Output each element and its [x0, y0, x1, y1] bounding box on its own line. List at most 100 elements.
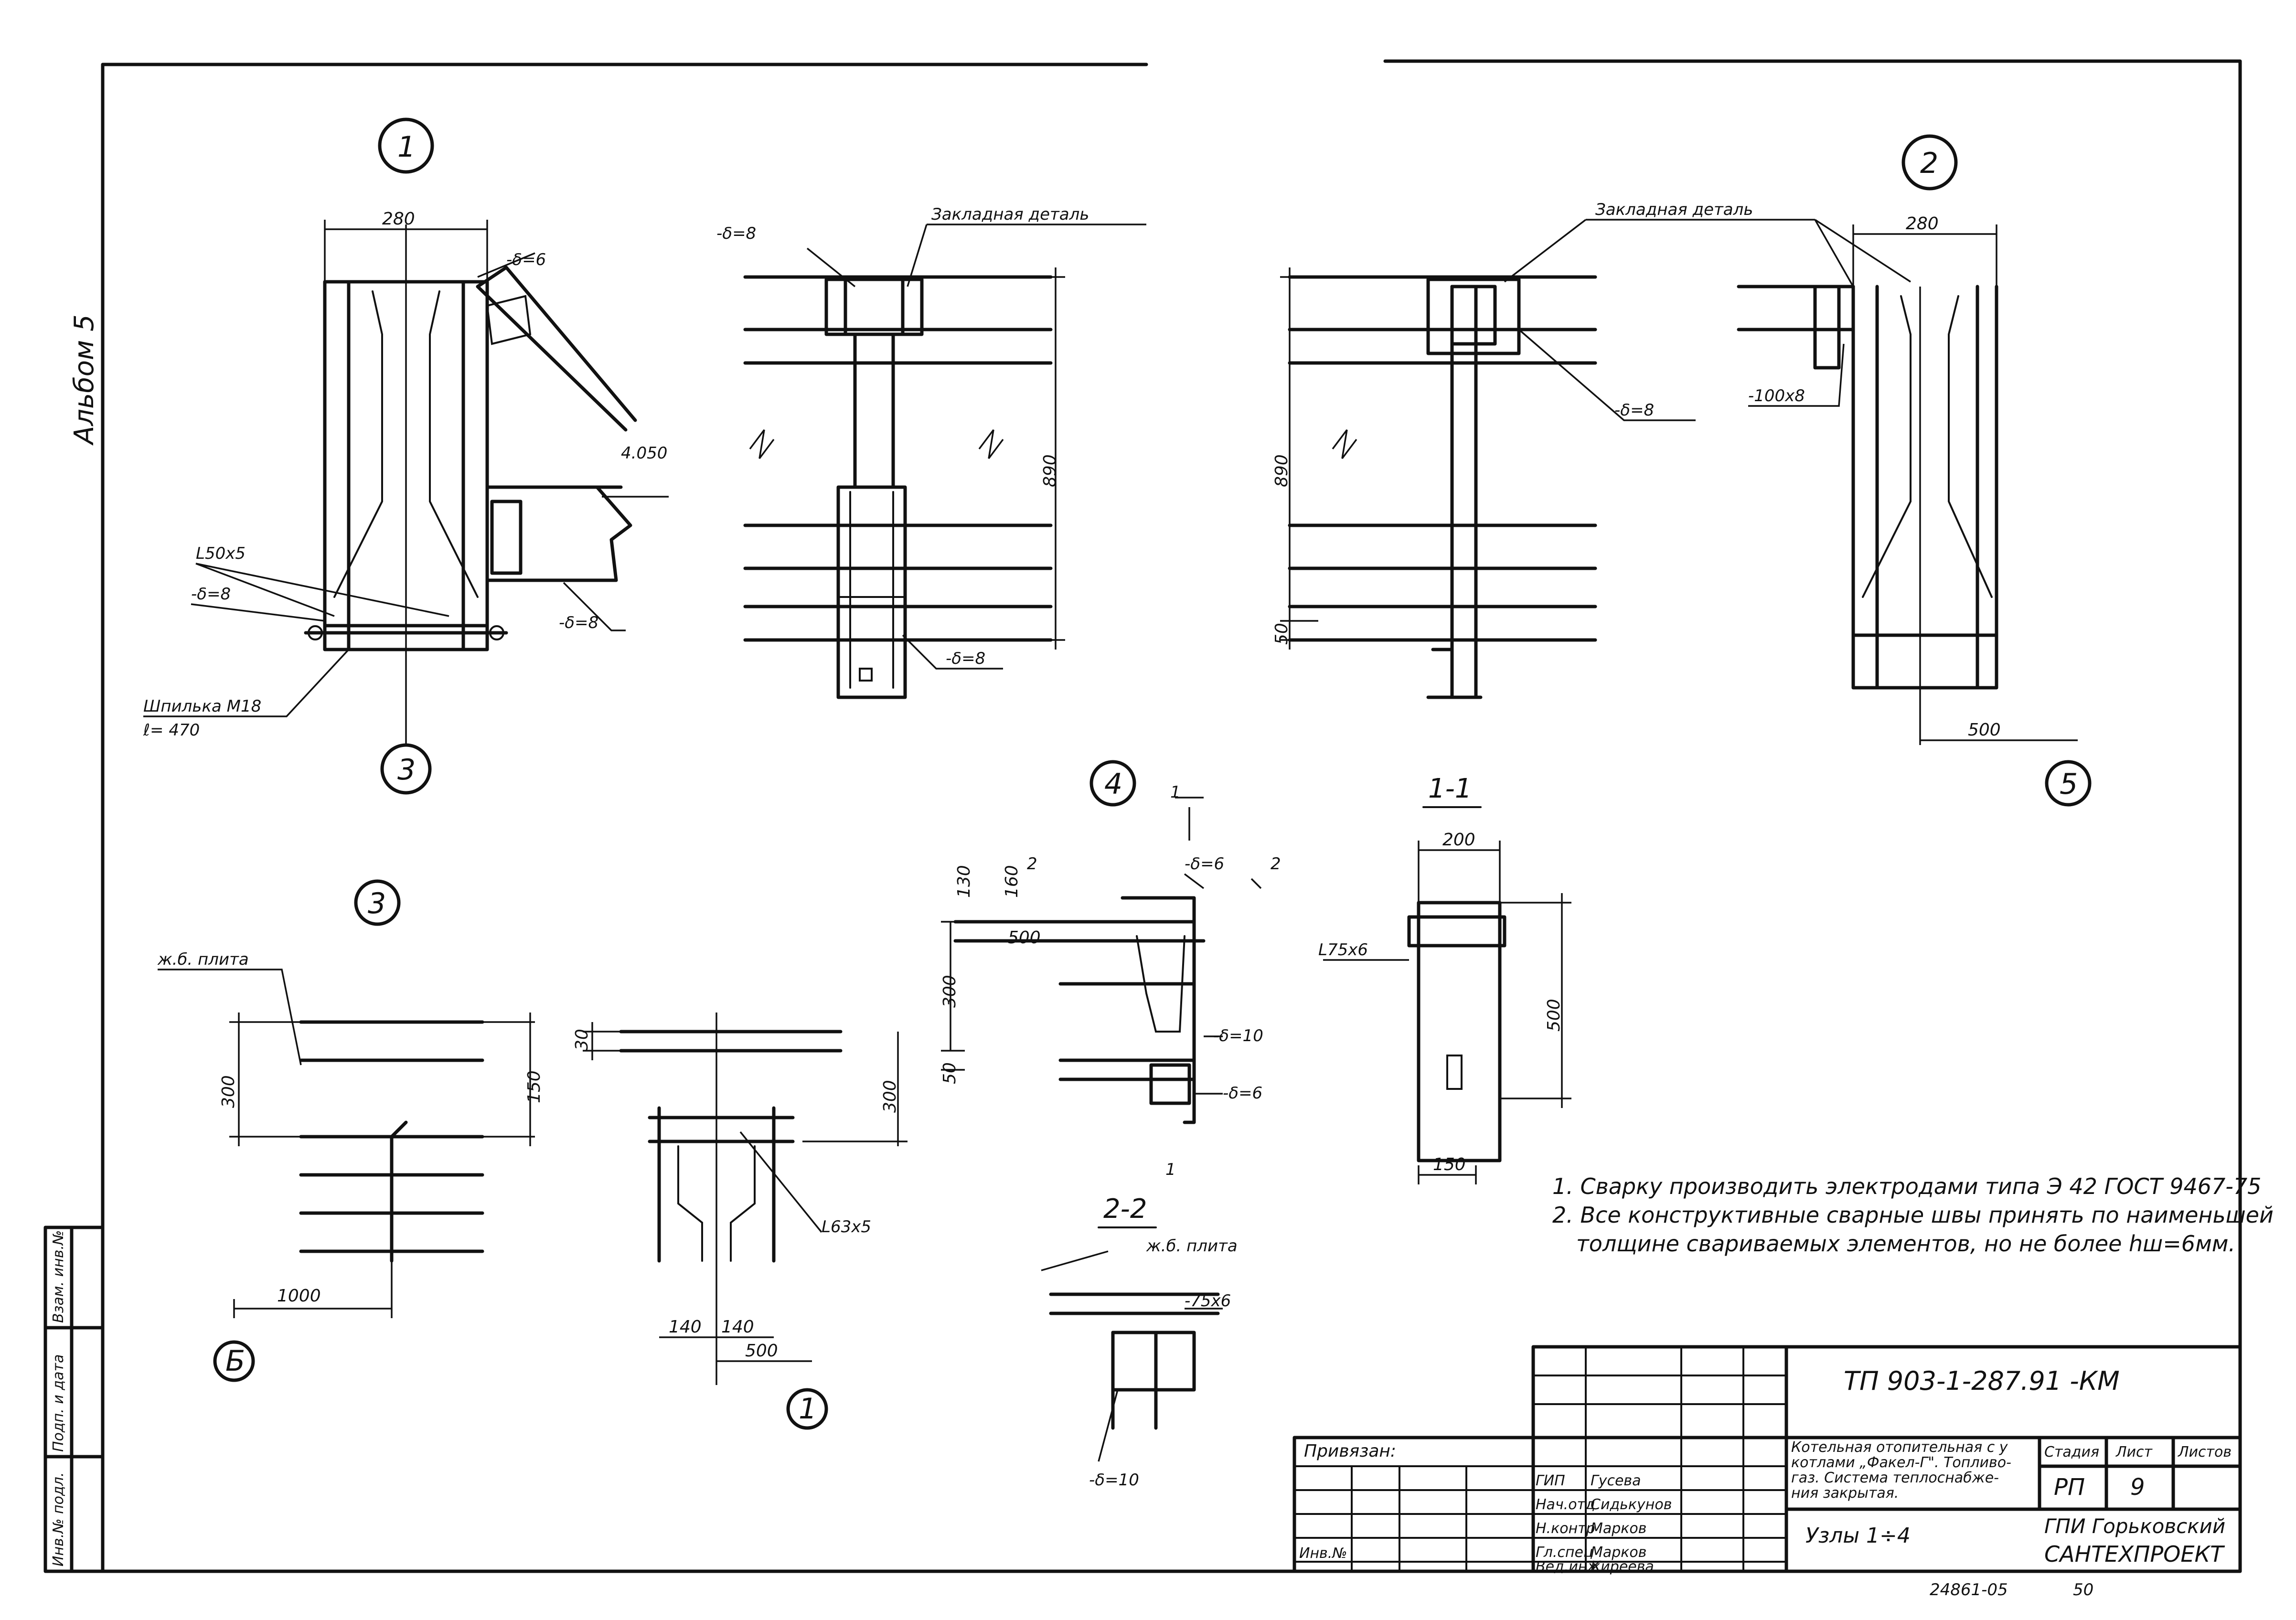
role-5: Вед.инж — [1536, 1558, 1600, 1575]
node-1-elevation: 1 3 280 -δ=6 4.050 -δ=8 L50x5 -δ=8 — [143, 117, 669, 795]
dim-30: 30 — [572, 1029, 592, 1051]
footer-page: 50 — [2073, 1580, 2093, 1599]
org-line-2: САНТЕХПРОЕКТ — [2044, 1541, 2225, 1567]
mark-1: 1 — [397, 130, 416, 164]
dim-1000: 1000 — [277, 1286, 321, 1306]
mark-3-node: 3 — [368, 887, 386, 920]
dim-300-node4: 300 — [940, 975, 960, 1008]
label-plate-section22: ж.б. плита — [1146, 1236, 1238, 1256]
stamp-inv: Инв.№ подл. — [50, 1472, 67, 1567]
dim-300-node3-section: 300 — [880, 1080, 900, 1113]
mark-4: 4 — [1104, 767, 1122, 801]
stamp-sign: Подп. и дата — [50, 1354, 67, 1452]
mark-2: 2 — [1920, 147, 1938, 180]
sheet-title: Узлы 1÷4 — [1805, 1524, 1911, 1548]
project-line-1: Котельная отопительная с у — [1791, 1439, 2008, 1456]
stage-value: РП — [2054, 1474, 2085, 1501]
node-3: 3 300 150 1000 Б ж.б. плита — [157, 879, 544, 1382]
section-2-2: 2-2 ж.б. плита -75x6 -δ=10 — [1041, 1194, 1238, 1490]
sheet-value: 9 — [2130, 1474, 2145, 1501]
section-1-1-title: 1-1 — [1428, 773, 1472, 804]
dim-150-section11: 150 — [1433, 1155, 1466, 1174]
label-delta8-node1-left: -δ=8 — [191, 585, 231, 604]
side-stamp: Инв.№ подл. Подп. и дата Взам. инв.№ — [43, 1226, 105, 1573]
label-stud-length: ℓ= 470 — [143, 721, 200, 740]
label-delta10-section22: -δ=10 — [1089, 1471, 1139, 1490]
label-embedded-node1: Закладная деталь — [931, 205, 1089, 224]
role-1: ГИП — [1536, 1472, 1565, 1489]
note-3: толщине свариваемых элементов, но не бол… — [1576, 1231, 2235, 1257]
project-line-4: ния закрытая. — [1791, 1485, 1899, 1502]
role-3: Н.контр — [1536, 1520, 1595, 1537]
stamp-replace: Взам. инв.№ — [50, 1230, 67, 1323]
label-plate-node3: ж.б. плита — [157, 950, 249, 969]
dim-280-node2: 280 — [1906, 214, 1939, 234]
label-delta8-node1-right: -δ=8 — [559, 613, 598, 632]
dim-50-node2: 50 — [1272, 623, 1292, 645]
dim-500-node4: 500 — [1008, 928, 1041, 948]
mark-1-bottom: 1 — [799, 1392, 817, 1426]
notes: 1. Сварку производить электродами типа Э… — [1552, 1173, 2274, 1257]
section-2-2-title: 2-2 — [1103, 1194, 1147, 1225]
label-delta6-node4-top: -δ=6 — [1185, 854, 1224, 874]
label-delta8-node1-section-top: -δ=8 — [716, 224, 756, 243]
label-level: 4.050 — [621, 444, 667, 463]
label-cut2-right: 2 — [1271, 854, 1281, 874]
label-cut1-bottom: 1 — [1165, 1160, 1176, 1179]
inv-field: Инв.№ — [1299, 1545, 1347, 1562]
label-stud: Шпилька М18 — [143, 697, 261, 716]
label-angle50: L50x5 — [196, 544, 246, 563]
node-2-elevation: 2 280 500 5 -100x8 — [1737, 134, 2092, 807]
dim-500-node2: 500 — [1968, 720, 2001, 740]
mark-3: 3 — [397, 753, 416, 787]
label-delta6-node4-bottom: -δ=6 — [1223, 1084, 1262, 1103]
label-cut1-top: 1 — [1170, 783, 1181, 802]
project-line-3: газ. Система теплоснабже- — [1791, 1470, 1999, 1486]
dim-140a: 140 — [669, 1317, 702, 1337]
node-2-section: 890 50 -δ=8 Закладная деталь — [1272, 200, 1911, 699]
dim-140b: 140 — [721, 1317, 754, 1337]
name-2: Сидькунов — [1591, 1496, 1672, 1513]
label-delta10-node4: -δ=10 — [1213, 1026, 1263, 1045]
role-2: Нач.отд — [1536, 1496, 1595, 1513]
label-cut2-left: 2 — [1027, 854, 1037, 874]
name-5: Киреева — [1591, 1558, 1654, 1575]
section-1-1: 1-1 200 500 150 L75x6 — [1318, 773, 1571, 1184]
name-4: Марков — [1591, 1544, 1646, 1561]
label-angle63: L63x5 — [822, 1217, 871, 1236]
dim-500-node3: 500 — [745, 1341, 778, 1361]
dim-150-node3: 150 — [524, 1070, 544, 1103]
label-strip100: -100x8 — [1748, 386, 1805, 405]
sheets-header: Листов — [2178, 1444, 2232, 1460]
label-delta8-node2: -δ=8 — [1614, 401, 1654, 420]
stage-header: Стадия — [2044, 1444, 2099, 1460]
name-3: Марков — [1591, 1520, 1646, 1537]
dim-130: 130 — [954, 865, 974, 898]
dim-500-section11: 500 — [1544, 999, 1564, 1032]
dim-200: 200 — [1442, 830, 1475, 850]
org-line-1: ГПИ Горьковский — [2044, 1514, 2225, 1538]
node-3-section: 30 300 140 140 500 1 L63x5 — [572, 1012, 908, 1430]
node-4: 4 1 2 2 1 -δ=6 -δ=10 -δ=6 300 50 130 160… — [940, 760, 1281, 1179]
footer-code: 24861-05 — [1930, 1580, 2008, 1599]
label-delta6-node1: -δ=6 — [506, 250, 546, 269]
album-label: Альбом 5 — [69, 314, 100, 446]
label-delta8-node1-section-bottom: -δ=8 — [946, 649, 985, 668]
label-angle75: L75x6 — [1318, 940, 1368, 959]
project-line-2: котлами „Факел-Г". Топливо- — [1791, 1454, 2011, 1471]
sheet-header: Лист — [2115, 1444, 2153, 1460]
dim-890-node1: 890 — [1040, 454, 1060, 487]
title-block: ТП 903-1-287.91 -КМ Котельная отопительн… — [1292, 1345, 2242, 1575]
dim-50-node4: 50 — [940, 1062, 960, 1084]
dim-160: 160 — [1002, 865, 1022, 898]
dim-890-node2: 890 — [1272, 454, 1292, 487]
node-1-section: 890 -δ=8 Закладная деталь -δ=8 — [716, 205, 1146, 699]
doc-code: ТП 903-1-287.91 -КМ — [1844, 1366, 2120, 1396]
note-1: 1. Сварку производить электродами типа Э… — [1552, 1173, 2261, 1199]
dim-280-node1: 280 — [382, 209, 415, 229]
privyazan: Привязан: — [1304, 1441, 1396, 1461]
label-strip75: -75x6 — [1185, 1291, 1231, 1311]
dim-300-node3: 300 — [219, 1075, 238, 1108]
label-embedded-node2: Закладная деталь — [1595, 200, 1753, 219]
